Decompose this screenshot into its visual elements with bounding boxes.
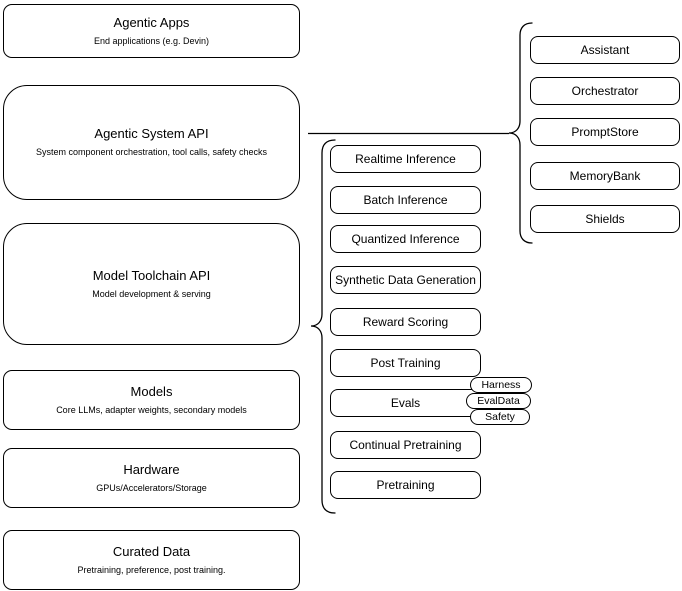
- node-subtitle: Model development & serving: [92, 288, 211, 299]
- node-promptstore[interactable]: PromptStore: [530, 118, 680, 146]
- node-evals[interactable]: Evals: [330, 389, 481, 417]
- node-label: Pretraining: [376, 478, 435, 492]
- tag-label: Safety: [485, 411, 515, 423]
- tag-label: EvalData: [477, 395, 520, 407]
- components-brace: [508, 22, 533, 244]
- node-model-toolchain-api[interactable]: Model Toolchain API Model development & …: [3, 223, 300, 345]
- node-pretraining[interactable]: Pretraining: [330, 471, 481, 499]
- node-subtitle: GPUs/Accelerators/Storage: [96, 482, 207, 493]
- node-assistant[interactable]: Assistant: [530, 36, 680, 64]
- node-agentic-apps[interactable]: Agentic Apps End applications (e.g. Devi…: [3, 4, 300, 58]
- node-label: Reward Scoring: [362, 315, 449, 329]
- node-subtitle: End applications (e.g. Devin): [93, 35, 210, 46]
- node-label: Quantized Inference: [351, 232, 460, 246]
- node-title: Model Toolchain API: [92, 267, 211, 283]
- node-curated-data[interactable]: Curated Data Pretraining, preference, po…: [3, 530, 300, 590]
- node-title: Agentic Apps: [113, 14, 190, 30]
- node-label: Continual Pretraining: [349, 438, 462, 452]
- node-label: Orchestrator: [571, 84, 639, 98]
- node-batch-inference[interactable]: Batch Inference: [330, 186, 481, 214]
- node-synthetic-data-generation[interactable]: Synthetic Data Generation: [330, 266, 481, 294]
- node-label: Realtime Inference: [355, 152, 456, 166]
- node-agentic-system-api[interactable]: Agentic System API System component orch…: [3, 85, 300, 200]
- node-subtitle: Pretraining, preference, post training.: [77, 564, 226, 575]
- tag-safety[interactable]: Safety: [470, 409, 530, 425]
- node-continual-pretraining[interactable]: Continual Pretraining: [330, 431, 481, 459]
- node-label: Evals: [390, 396, 421, 410]
- node-post-training[interactable]: Post Training: [330, 349, 481, 377]
- node-realtime-inference[interactable]: Realtime Inference: [330, 145, 481, 173]
- node-label: MemoryBank: [569, 169, 641, 183]
- node-subtitle: System component orchestration, tool cal…: [35, 147, 268, 158]
- node-orchestrator[interactable]: Orchestrator: [530, 77, 680, 105]
- tag-harness[interactable]: Harness: [470, 377, 532, 393]
- node-title: Models: [130, 383, 173, 399]
- node-label: Assistant: [580, 43, 630, 57]
- node-reward-scoring[interactable]: Reward Scoring: [330, 308, 481, 336]
- tag-label: Harness: [481, 379, 521, 391]
- node-label: Shields: [585, 212, 625, 226]
- node-quantized-inference[interactable]: Quantized Inference: [330, 225, 481, 253]
- node-hardware[interactable]: Hardware GPUs/Accelerators/Storage: [3, 448, 300, 508]
- node-memorybank[interactable]: MemoryBank: [530, 162, 680, 190]
- node-shields[interactable]: Shields: [530, 205, 680, 233]
- node-label: Batch Inference: [363, 193, 448, 207]
- node-title: Curated Data: [112, 543, 191, 559]
- node-title: Agentic System API: [94, 126, 209, 142]
- node-models[interactable]: Models Core LLMs, adapter weights, secon…: [3, 370, 300, 430]
- tag-evaldata[interactable]: EvalData: [466, 393, 531, 409]
- node-subtitle: Core LLMs, adapter weights, secondary mo…: [56, 404, 247, 415]
- node-label: Post Training: [370, 356, 441, 370]
- node-label: Synthetic Data Generation: [335, 273, 476, 287]
- node-label: PromptStore: [571, 125, 639, 139]
- node-title: Hardware: [123, 461, 180, 477]
